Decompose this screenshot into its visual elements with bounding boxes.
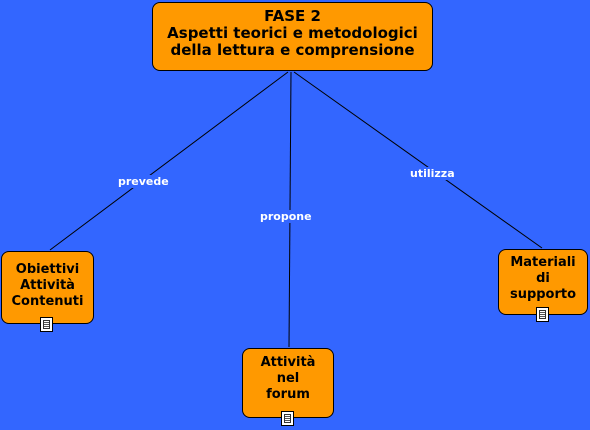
link-label-prevede: prevede (116, 175, 171, 188)
concept-label-line-3: Contenuti (11, 294, 84, 309)
concept-node-obiettivi[interactable]: Obiettivi Attività Contenuti (1, 251, 94, 332)
concept-node-materiali[interactable]: Materiali di supporto (498, 249, 588, 322)
document-icon[interactable] (40, 317, 53, 332)
link-label-utilizza: utilizza (408, 167, 457, 180)
concept-label-line-2: di (536, 271, 550, 286)
concept-label-line-2: nel (276, 371, 300, 386)
concept-label-line-3: della lettura e comprensione (170, 41, 415, 59)
concept-node-fase-2[interactable]: FASE 2 Aspetti teorici e metodologici de… (152, 2, 433, 71)
concept-label-line-1: Obiettivi (15, 262, 80, 277)
concept-label-line-2: Aspetti teorici e metodologici (167, 24, 418, 42)
connector-root-left (49, 71, 289, 251)
connector-root-bottom (288, 71, 292, 348)
document-icon[interactable] (536, 307, 549, 322)
connector-root-right (293, 71, 543, 249)
link-label-propone: propone (258, 210, 314, 223)
concept-label-line-3: supporto (509, 287, 577, 302)
concept-label-line-3: forum (266, 387, 310, 402)
concept-label-line-1: Attività (260, 355, 316, 370)
concept-label-line-1: Materiali (510, 255, 576, 270)
document-icon[interactable] (281, 411, 294, 426)
concept-label-line-1: FASE 2 (264, 7, 321, 25)
concept-label-line-2: Attività (20, 278, 75, 293)
concept-node-attivita-forum[interactable]: Attività nel forum (242, 348, 334, 426)
